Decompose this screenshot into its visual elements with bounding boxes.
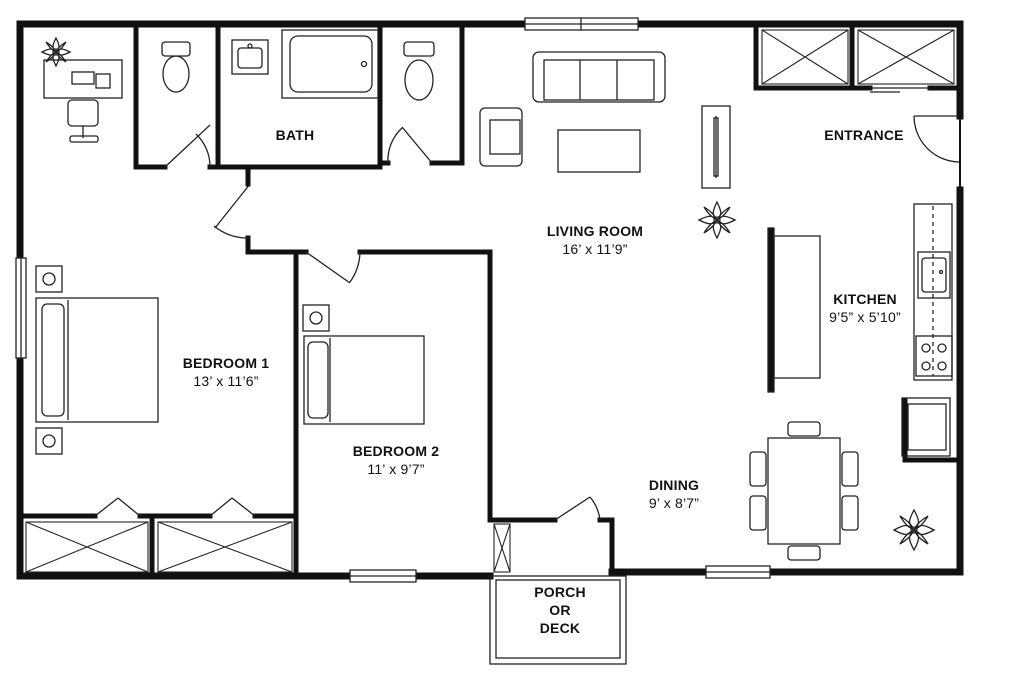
plant-icon [892, 508, 936, 552]
tv-console [701, 105, 731, 189]
entrance-name: ENTRANCE [824, 127, 904, 143]
dining-name: DINING [648, 477, 700, 493]
kitchen-label: KITCHEN 9’5” x 5’10” [829, 290, 901, 326]
toilet-icon [403, 41, 435, 101]
bedroom1-label: BEDROOM 1 13’ x 11’6” [183, 354, 270, 390]
living-room-dims: 16’ x 11’9” [562, 241, 628, 257]
plant-icon [697, 200, 737, 240]
kitchen-counter [913, 203, 953, 381]
kitchen-name: KITCHEN [833, 291, 897, 307]
bedroom1-dims: 13’ x 11’6” [193, 373, 259, 389]
refrigerator [901, 397, 951, 457]
coffee-table [557, 129, 641, 173]
bedroom1-name: BEDROOM 1 [182, 355, 270, 371]
closets [25, 29, 955, 573]
plant-icon [40, 36, 72, 68]
porch-line1: PORCH [534, 584, 586, 600]
toilet-icon [161, 41, 191, 93]
exterior-walls [16, 20, 964, 580]
desk [43, 59, 123, 99]
porch-line2: OR [549, 602, 571, 618]
dining-label: DINING 9’ x 8’7” [649, 476, 699, 512]
bed [303, 335, 425, 425]
nightstand [35, 427, 63, 455]
bedroom2-name: BEDROOM 2 [352, 443, 440, 459]
dining-chairs [749, 421, 859, 561]
living-room-name: LIVING ROOM [546, 223, 644, 239]
doors [94, 87, 961, 521]
windows [15, 17, 771, 583]
bathtub-icon [281, 29, 379, 99]
kitchen-island [767, 227, 821, 393]
entrance-label: ENTRANCE [824, 126, 903, 144]
dining-table [767, 437, 841, 545]
bath-label: BATH [276, 126, 315, 144]
porch-label: PORCH OR DECK [534, 583, 586, 637]
kitchen-sink-icon [917, 251, 951, 299]
porch-outline [489, 575, 627, 665]
dining-dims: 9’ x 8’7” [648, 495, 700, 511]
bedroom2-dims: 11’ x 9’7” [367, 461, 425, 477]
nightstand [35, 265, 63, 293]
armchair [479, 107, 523, 167]
bath-name: BATH [275, 127, 315, 143]
desk-chair [67, 99, 99, 143]
living-room-label: LIVING ROOM 16’ x 11’9” [547, 222, 643, 258]
sink-icon [231, 39, 269, 75]
porch-line3: DECK [539, 620, 581, 636]
kitchen-dims: 9’5” x 5’10” [829, 309, 901, 325]
bed [35, 297, 159, 423]
stove-icon [915, 335, 953, 377]
interior-walls [17, 21, 963, 579]
sofa [532, 51, 666, 103]
bedroom2-label: BEDROOM 2 11’ x 9’7” [353, 442, 440, 478]
nightstand [302, 304, 330, 332]
